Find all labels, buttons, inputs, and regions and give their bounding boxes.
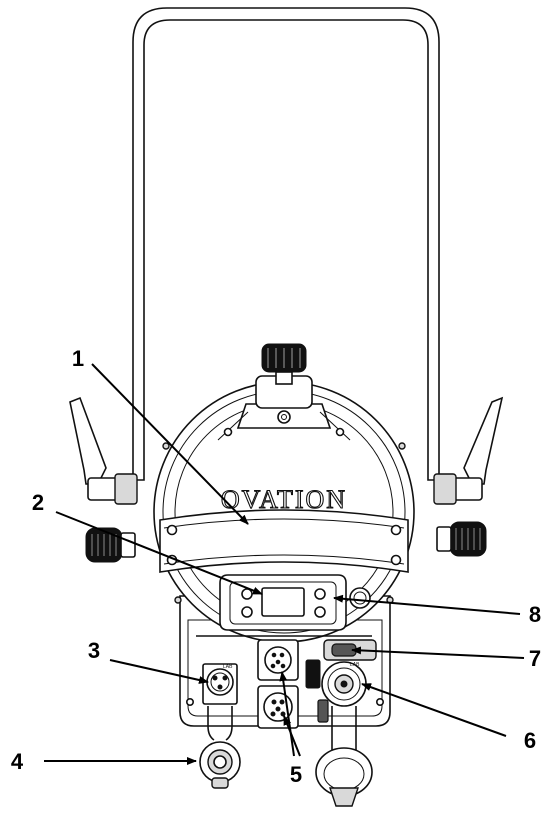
callout-line-5a (279, 671, 295, 757)
callout-line-1 (91, 363, 249, 525)
callout-5: 5 (290, 762, 302, 787)
callout-2: 2 (32, 490, 44, 515)
power-out-connector (305, 639, 377, 689)
callout-line-8 (333, 594, 521, 615)
right-knob (436, 521, 487, 557)
callout-line-3 (109, 659, 209, 684)
callout-lines (44, 363, 525, 765)
callout-line-5b (283, 715, 301, 757)
power-in-connector: LAB (202, 663, 238, 705)
callout-1: 1 (72, 346, 84, 371)
nameplate-band (159, 509, 409, 573)
callout-8: 8 (529, 602, 541, 627)
display-panel (219, 574, 347, 631)
callout-line-6 (361, 683, 507, 737)
callout-3: 3 (88, 638, 100, 663)
enter-button (241, 606, 253, 618)
left-lock-handle (69, 396, 138, 505)
data-connectors (257, 639, 299, 729)
power-through-connector: LAB (317, 661, 367, 723)
up-button (314, 588, 326, 600)
right-lock-handle (433, 396, 504, 505)
callout-4: 4 (11, 749, 24, 774)
svg-text:LAB: LAB (350, 662, 360, 668)
left-dust-cap (199, 706, 241, 789)
svg-text:LAB: LAB (223, 664, 233, 670)
menu-button (241, 588, 253, 600)
right-dust-cap (315, 706, 373, 807)
yoke (132, 7, 440, 481)
callout-6: 6 (524, 728, 536, 753)
lcd-display (261, 587, 305, 617)
brand-logo: OVATION (221, 485, 347, 514)
callout-labels: 1 2 3 4 5 6 7 8 (11, 346, 541, 787)
callout-7: 7 (529, 646, 541, 671)
callout-line-2 (55, 511, 263, 595)
power-indicator (349, 587, 371, 609)
top-latch (217, 343, 351, 441)
callout-line-7 (351, 646, 525, 659)
down-button (314, 606, 326, 618)
